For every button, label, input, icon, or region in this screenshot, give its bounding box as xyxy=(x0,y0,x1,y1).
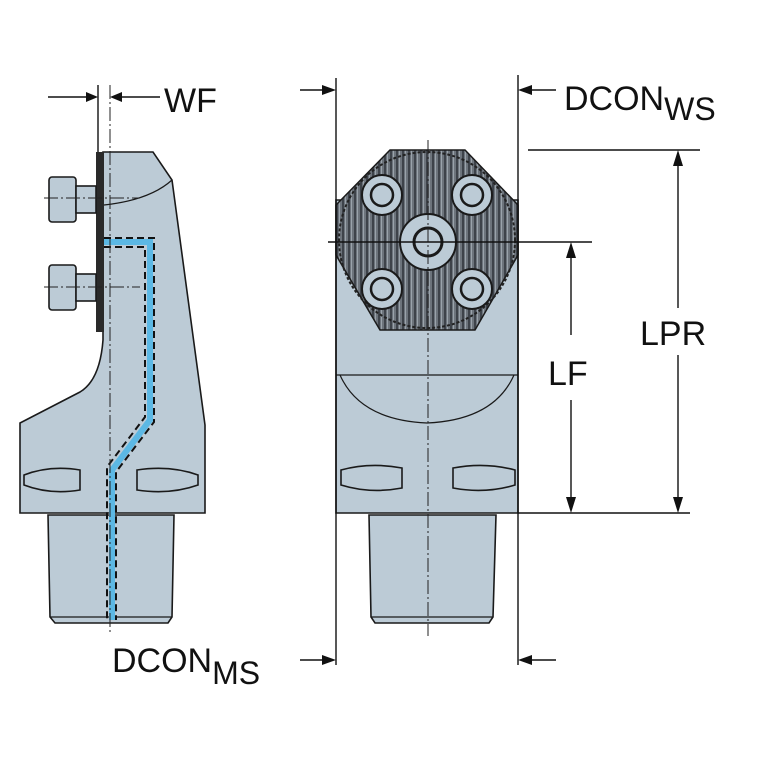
mounting-plate xyxy=(96,152,104,332)
slot-right xyxy=(136,467,199,493)
label-lf: LF xyxy=(548,355,588,393)
slot-left xyxy=(23,467,81,493)
label-wf: WF xyxy=(164,82,217,120)
front-slot-left xyxy=(340,464,403,492)
side-view: WF xyxy=(19,82,217,632)
front-shank xyxy=(368,514,497,624)
front-curve xyxy=(339,374,515,424)
front-slot-right xyxy=(452,464,516,492)
side-top-curve xyxy=(103,179,173,206)
label-dcon-ws: DCONWS xyxy=(564,80,716,127)
bolt-bottom-left xyxy=(361,268,403,310)
front-view: DCONWS DCONMS LPR LF xyxy=(112,75,716,691)
label-lpr: LPR xyxy=(640,315,706,353)
bolt-bottom-right xyxy=(451,268,493,310)
coolant-channel xyxy=(104,239,153,620)
screw-top xyxy=(48,176,97,223)
side-body xyxy=(19,151,206,514)
label-dcon-ms: DCONMS xyxy=(112,642,260,691)
bolt-top-left xyxy=(361,174,403,216)
bolt-top-right xyxy=(451,174,493,216)
